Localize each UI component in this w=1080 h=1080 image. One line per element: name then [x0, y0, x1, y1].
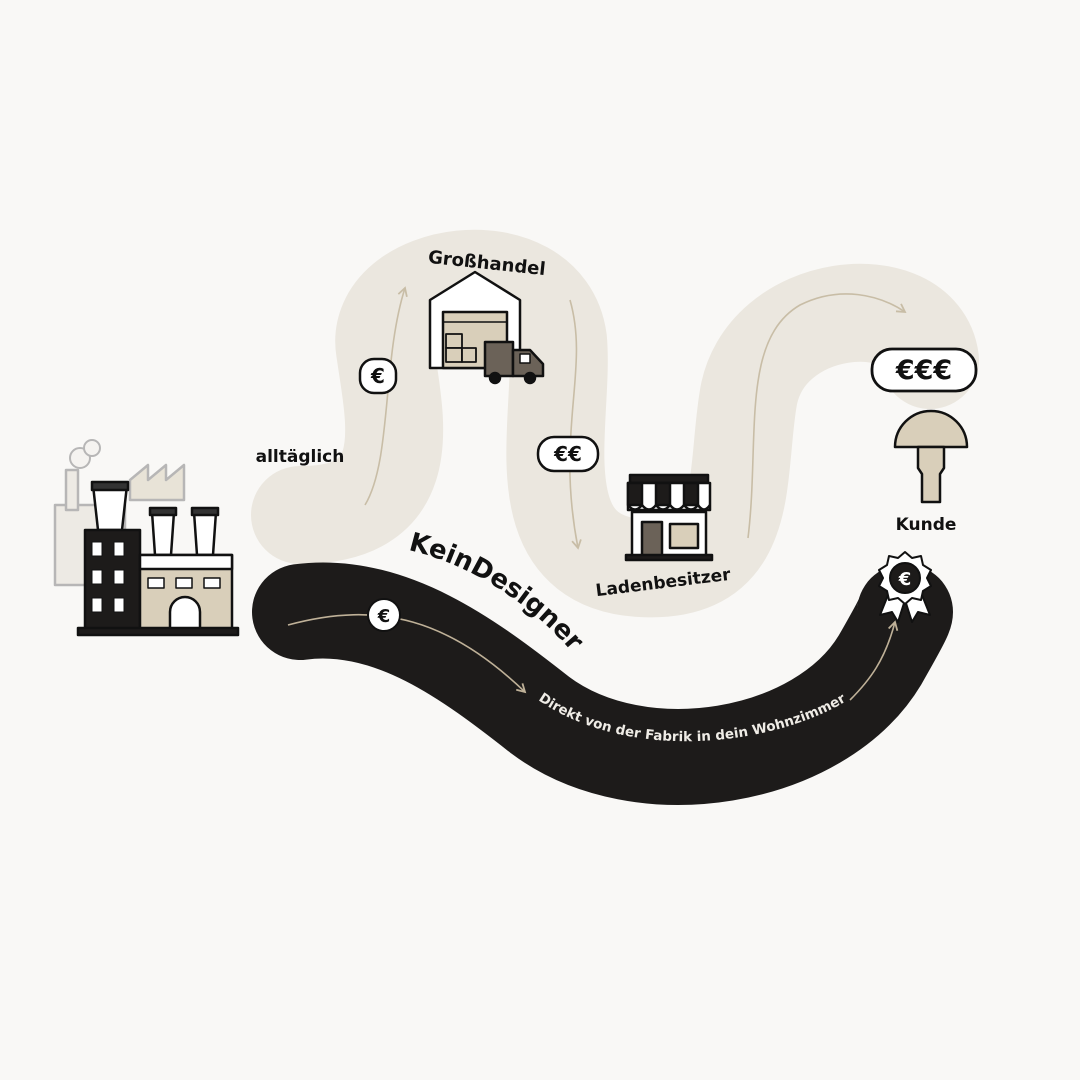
svg-text:€: €: [377, 606, 391, 627]
everyday-arrow-3: [747, 293, 907, 539]
price-tag-one: €: [358, 357, 398, 395]
direct-arrow-1: [287, 613, 527, 694]
price-tag-direct: €: [367, 598, 401, 632]
svg-text:€: €: [370, 364, 385, 388]
warehouse-truck-icon: [428, 270, 545, 385]
label-everyday: alltäglich: [256, 447, 345, 467]
svg-text:€: €: [898, 569, 912, 590]
price-tag-two: €€: [536, 435, 600, 473]
euro-badge-icon: €: [878, 551, 932, 623]
svg-text:€€€: €€€: [895, 355, 952, 386]
everyday-arrow-1: [364, 286, 408, 506]
shop-icon: [624, 473, 714, 562]
direct-road: [252, 562, 953, 805]
svg-text:€€: €€: [553, 442, 582, 466]
factory-icon: [53, 439, 240, 637]
direct-arrow-2: [849, 620, 899, 701]
price-tag-three: €€€: [870, 347, 978, 393]
everyday-road: [251, 229, 979, 618]
label-customer: Kunde: [896, 515, 957, 535]
everyday-arrow-2: [569, 299, 582, 550]
customer-pawn-icon: [893, 409, 969, 504]
